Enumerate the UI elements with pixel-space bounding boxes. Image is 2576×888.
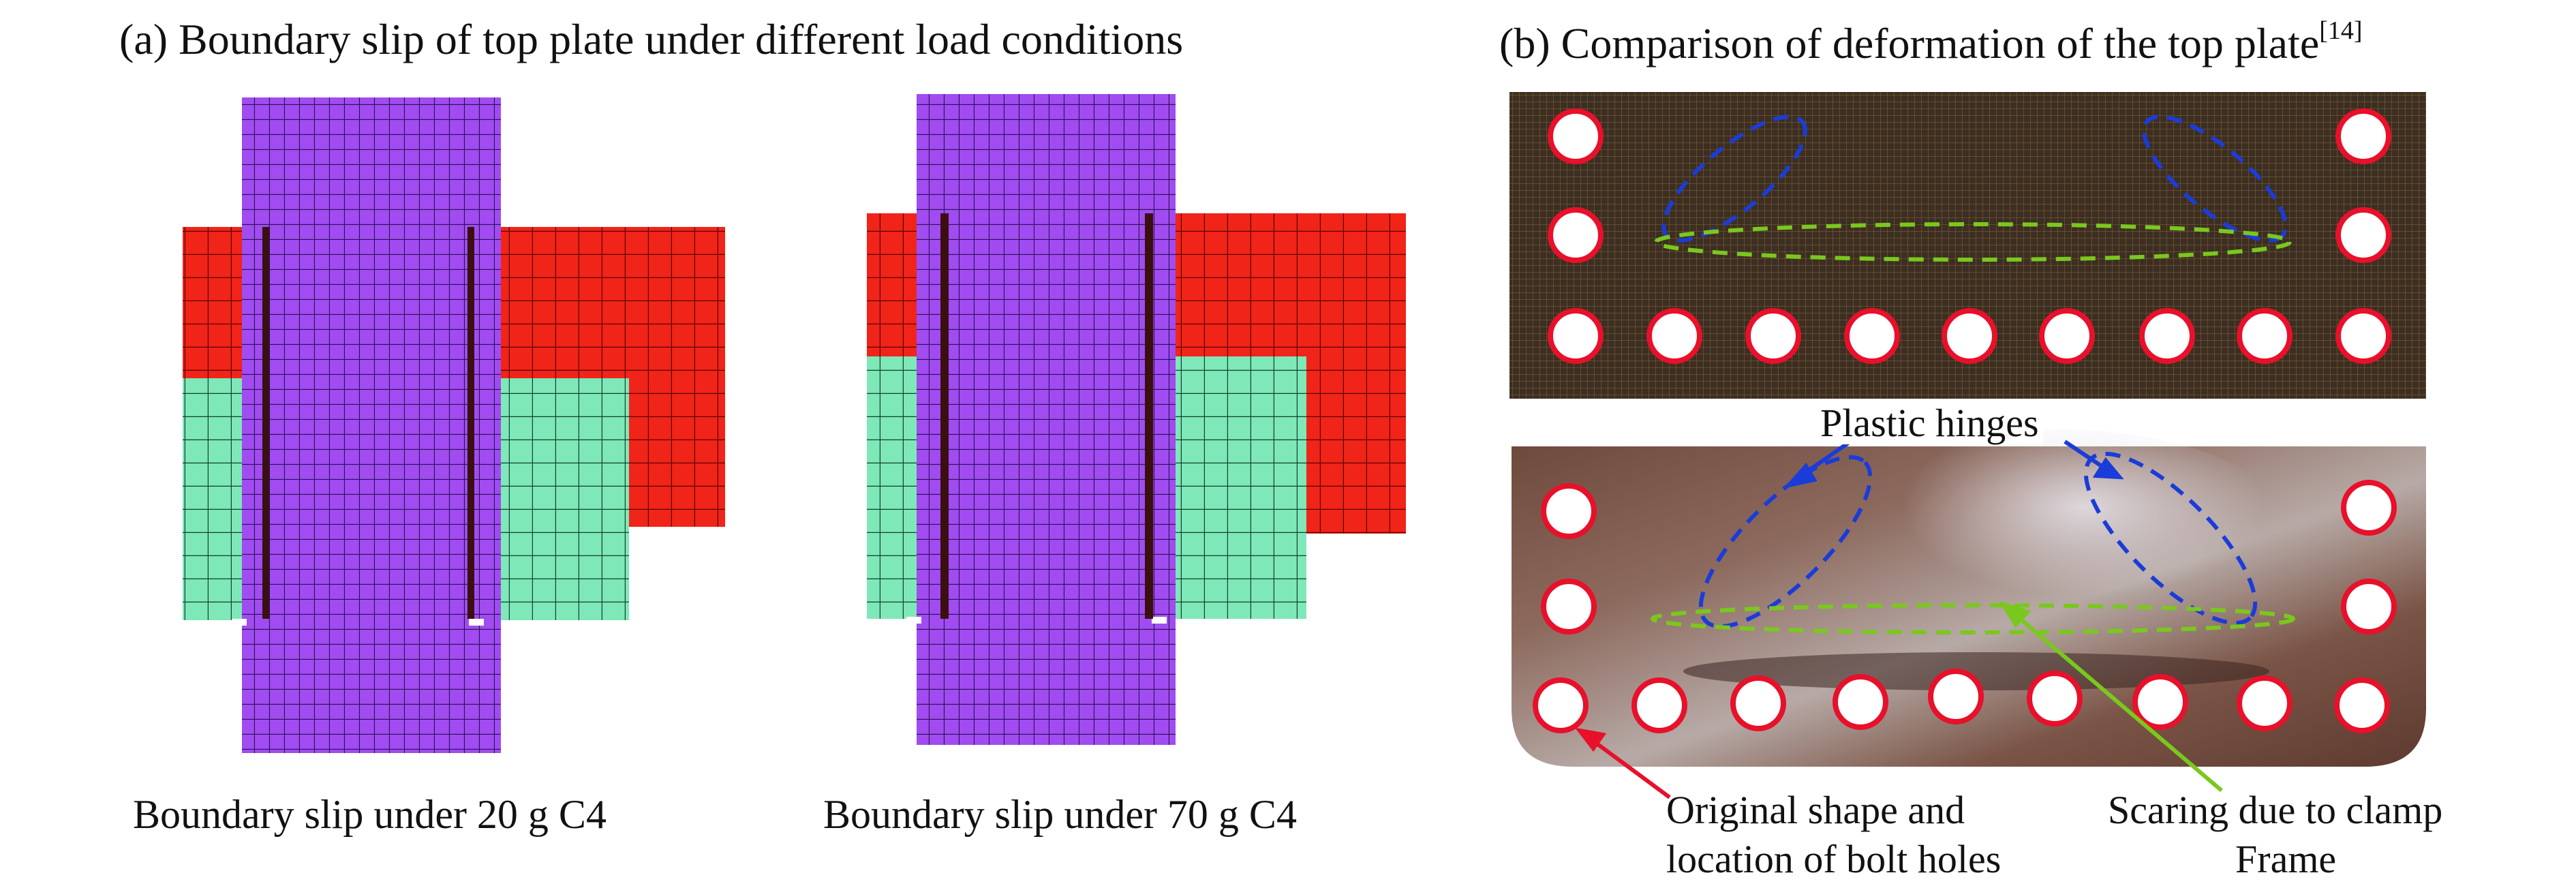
bolt-hole <box>1745 308 1801 364</box>
slip-edge-right <box>1145 213 1153 619</box>
scar-ellipse <box>1651 603 2295 634</box>
bolt-hole <box>1541 579 1597 634</box>
bolt-hole <box>1631 677 1687 733</box>
fe-mesh-plate <box>1509 92 2426 399</box>
purple-plate-upper <box>242 97 501 622</box>
model-70g <box>867 94 1406 745</box>
plastic-hinge-ellipse <box>2142 114 2288 243</box>
bolt-hole <box>1844 308 1900 364</box>
label-bolt-holes-line2: location of bolt holes <box>1666 837 2002 881</box>
bolt-hole <box>2335 308 2391 364</box>
arrow-plastic-hinges-right <box>2064 440 2124 480</box>
plate-gap <box>469 619 484 626</box>
bolt-hole <box>2341 480 2397 536</box>
bolt-hole <box>2027 671 2083 726</box>
panel-b-title-text: (b) Comparison of deformation of the top… <box>1499 19 2320 67</box>
bolt-hole <box>2237 675 2293 731</box>
label-scar-line1: Scaring due to clamp <box>2108 788 2443 832</box>
plate-gap <box>232 619 247 626</box>
bolt-hole <box>1833 674 1888 730</box>
panel-b-title: (b) Comparison of deformation of the top… <box>1499 18 2363 65</box>
plastic-hinge-ellipse <box>1698 455 1873 629</box>
bolt-hole <box>1928 669 1984 724</box>
bolt-hole <box>2335 207 2391 263</box>
bolt-holes-mesh <box>1548 108 2391 364</box>
arrow-plastic-hinges-left <box>1783 440 1852 489</box>
bolt-hole <box>1533 677 1589 733</box>
arrow-bolt-holes <box>1574 727 1671 799</box>
label-plastic-hinges: Plastic hinges <box>1816 402 2043 444</box>
model-20g <box>183 97 725 753</box>
arrow-scar <box>1999 600 2223 793</box>
label-bolt-holes-line1: Original shape and <box>1666 788 1965 832</box>
bolt-hole <box>1548 207 1604 263</box>
bolt-hole <box>1548 108 1604 164</box>
caption-20g: Boundary slip under 20 g C4 <box>133 792 607 837</box>
slip-edge-left <box>262 227 269 619</box>
bolt-hole <box>1730 675 1786 731</box>
bolt-hole <box>2039 308 2095 364</box>
purple-plate-lower <box>242 622 501 753</box>
bolt-holes-photo <box>1533 480 2397 733</box>
bolt-hole <box>1646 308 1702 364</box>
plate-gap <box>906 617 921 624</box>
bolt-hole <box>2335 108 2391 164</box>
bolt-hole <box>2341 579 2397 634</box>
scar-ellipse <box>1654 222 2292 262</box>
photo-shadow-band <box>1683 652 2269 690</box>
purple-plate <box>917 94 1176 745</box>
panel-b-title-ref: [14] <box>2319 16 2363 45</box>
caption-70g: Boundary slip under 70 g C4 <box>823 792 1297 837</box>
label-scar-line2: Frame <box>2235 837 2337 881</box>
bolt-hole <box>2334 677 2390 733</box>
bolt-hole <box>1942 308 1997 364</box>
bolt-hole <box>2139 308 2195 364</box>
bolt-hole <box>1541 483 1597 539</box>
slip-edge-right <box>467 227 474 619</box>
bolt-hole <box>2132 674 2188 730</box>
panel-a-title: (a) Boundary slip of top plate under dif… <box>119 15 1184 63</box>
test-photo-plate <box>1512 429 2426 767</box>
bolt-hole <box>2237 308 2293 364</box>
plate-gap <box>1152 617 1167 624</box>
bolt-hole <box>1548 308 1604 364</box>
photo-highlight <box>1799 429 2317 688</box>
slip-edge-left <box>940 213 949 619</box>
